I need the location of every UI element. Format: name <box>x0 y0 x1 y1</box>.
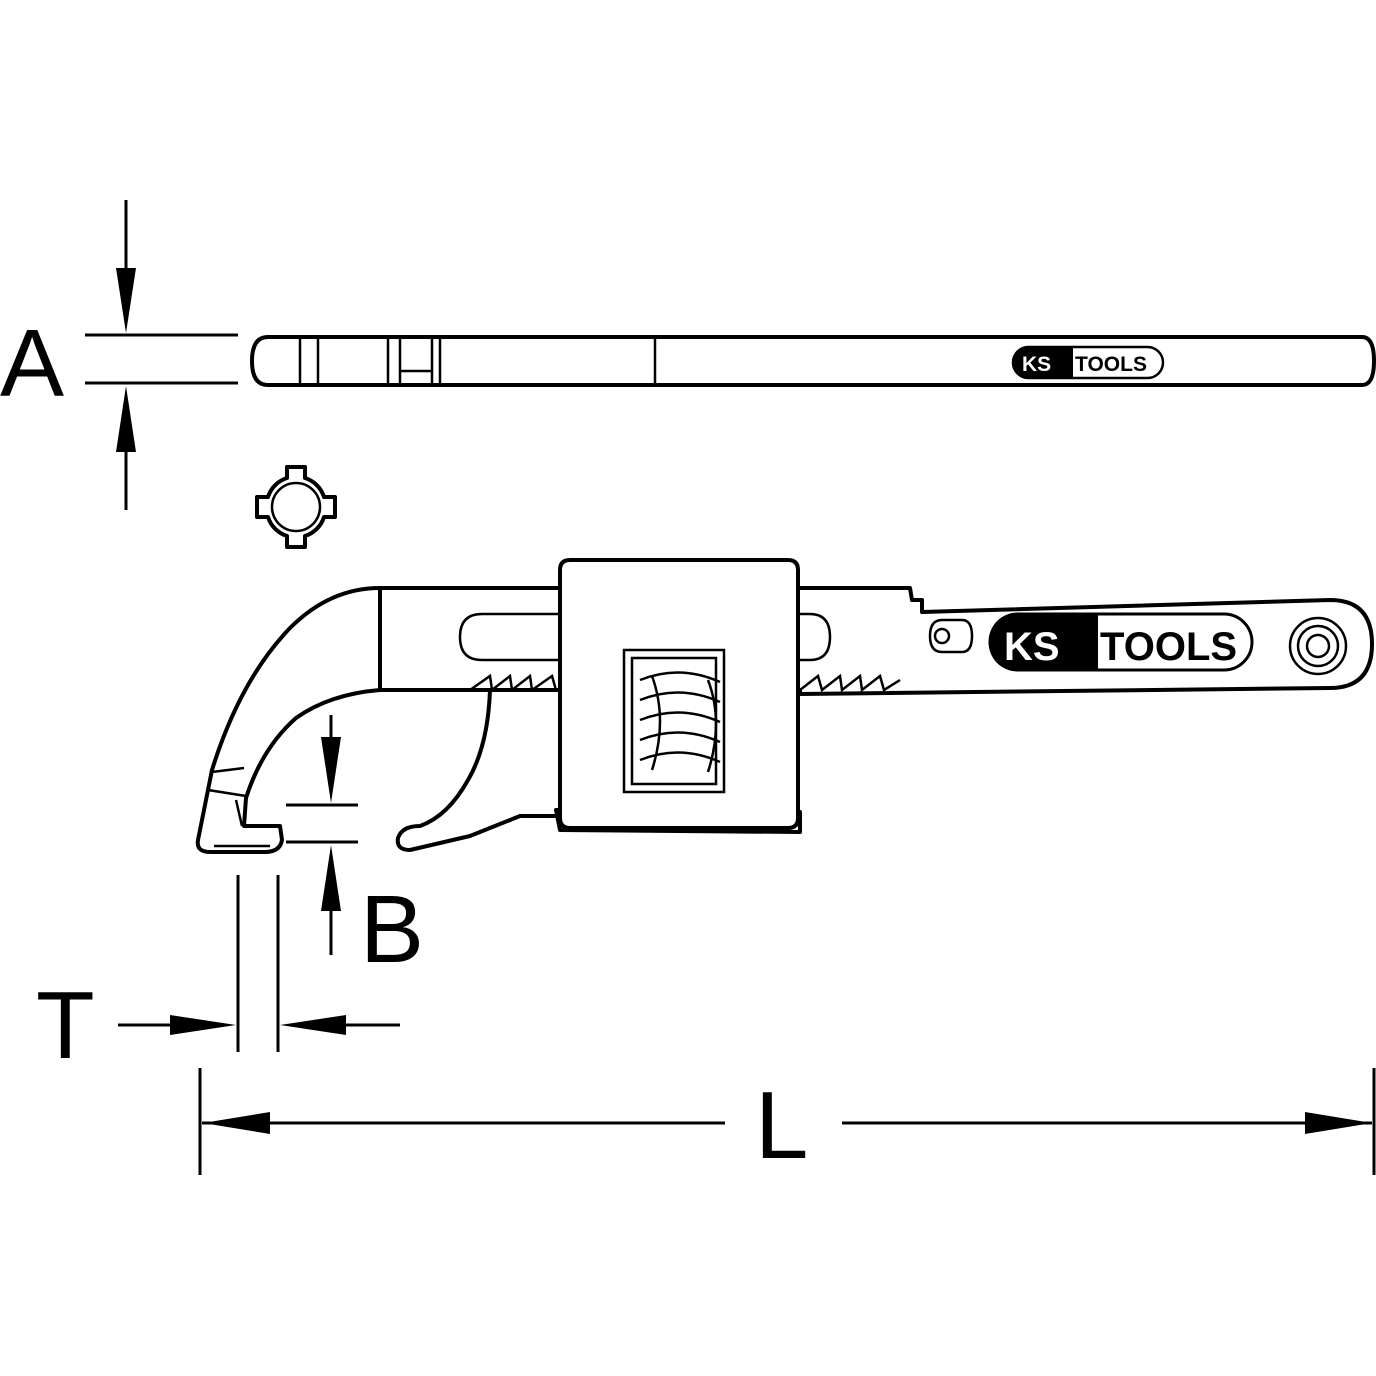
pin-cross-section <box>255 465 337 549</box>
front-view-wrench <box>195 558 1374 854</box>
top-view-wrench-profile <box>250 335 1376 387</box>
dimension-l-label: L <box>755 1072 808 1179</box>
dimension-l: L <box>198 1068 1376 1179</box>
dimension-b-label: B <box>360 876 424 983</box>
logo-large: KS TOOLS <box>988 612 1254 672</box>
logo-small: KS TOOLS <box>1011 345 1165 380</box>
dimension-t-label: T <box>36 972 95 1079</box>
dimension-t: T <box>36 875 400 1079</box>
logo-large-tools: TOOLS <box>1100 625 1237 669</box>
logo-small-ks: KS <box>1022 353 1051 376</box>
logo-small-tools: TOOLS <box>1075 353 1147 376</box>
dimension-b: B <box>286 715 424 983</box>
dimension-a-label: A <box>0 310 64 417</box>
logo-large-ks: KS <box>1004 625 1060 669</box>
dimension-a: A <box>0 200 238 510</box>
worm-screw <box>639 671 721 773</box>
